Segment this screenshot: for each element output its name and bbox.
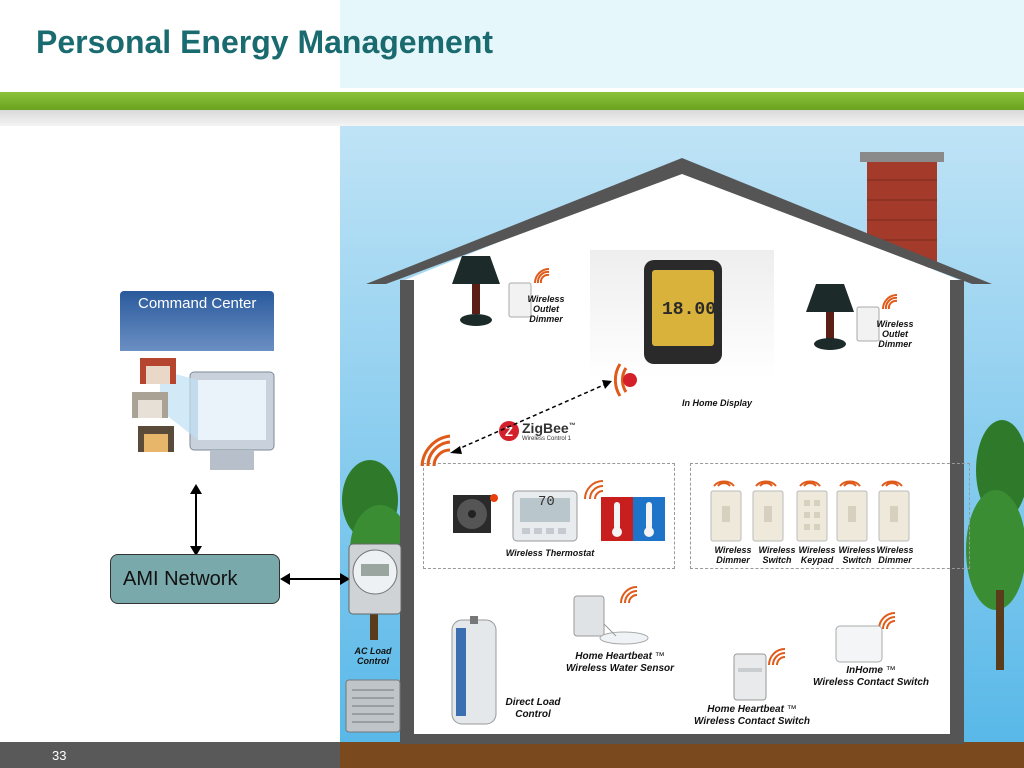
direct-load-control-label: Direct Load Control	[505, 697, 561, 720]
tree-right-icon	[966, 420, 1024, 670]
smart-meter-icon	[348, 543, 402, 615]
wireless-signal-icon	[881, 480, 903, 487]
svg-text:Z: Z	[505, 424, 513, 439]
wireless-signal-icon	[768, 648, 786, 666]
vertical-double-arrow	[190, 484, 202, 556]
fan-icon	[453, 495, 491, 533]
contact-switch-center-icon	[733, 653, 767, 701]
wireless-link-arrow	[450, 380, 612, 454]
thermostat-readout: 70	[538, 494, 555, 510]
switches-row	[704, 470, 964, 566]
wireless-signal-icon	[713, 480, 735, 487]
command-center-header: Command Center	[120, 291, 274, 351]
contact-switch-right-icon	[835, 625, 883, 663]
wireless-switch-icon	[752, 490, 784, 542]
ground-strip	[340, 742, 1024, 768]
command-center-computer-icon	[132, 358, 275, 470]
zigbee-logo-text: ZigBee™	[522, 420, 576, 436]
wireless-signal-icon	[755, 480, 777, 487]
zigbee-subtitle: Wireless Control 1	[522, 436, 572, 442]
zigbee-logo-icon: Z	[499, 421, 519, 441]
wireless-signal-icon	[420, 434, 451, 467]
page-title: Personal Energy Management	[36, 24, 494, 60]
wireless-signal-icon	[614, 363, 637, 397]
lamp-left-icon	[452, 256, 500, 326]
display-readout: 18.00	[662, 300, 717, 320]
ac-load-control-label: AC Load Control	[354, 646, 392, 666]
wireless-signal-icon	[534, 268, 550, 284]
header-accent-bar	[0, 92, 1024, 110]
page-number: 33	[52, 748, 67, 763]
wireless-dimmer-icon	[878, 490, 910, 542]
outlet-dimmer-left-label: Wireless Outlet Dimmer	[527, 294, 565, 324]
wireless-signal-icon	[620, 586, 638, 604]
water-heater-icon	[451, 616, 497, 725]
command-center-label: Command Center	[138, 295, 257, 312]
air-conditioner-icon	[345, 679, 401, 733]
lamp-right-icon	[806, 284, 854, 350]
thermostat-icon	[512, 490, 578, 542]
switches-group	[690, 463, 970, 569]
contact-switch-right-label: InHome ™ Wireless Contact Switch	[812, 665, 930, 688]
wireless-signal-icon	[882, 294, 898, 310]
header-shadow-bar	[0, 110, 1024, 126]
water-sensor-label: Home Heartbeat ™ Wireless Water Sensor	[565, 651, 675, 674]
wireless-signal-icon	[839, 480, 861, 487]
wireless-signal-icon	[799, 480, 821, 487]
thermostat-group	[423, 463, 675, 569]
ami-network-label: AMI Network	[123, 567, 238, 590]
water-sensor-icon	[573, 595, 649, 645]
wireless-dimmer-icon	[710, 490, 742, 542]
outlet-right-icon	[856, 306, 880, 342]
temperature-sensor-icon	[601, 497, 665, 541]
contact-switch-center-label: Home Heartbeat ™ Wireless Contact Switch	[693, 704, 811, 727]
in-home-display-icon	[644, 260, 722, 364]
title-background	[340, 0, 1024, 88]
outlet-left-icon	[508, 282, 532, 318]
wireless-switch-icon	[836, 490, 868, 542]
thermostat-label: Wireless Thermostat	[505, 548, 595, 558]
outlet-dimmer-right-label: Wireless Outlet Dimmer	[876, 319, 914, 349]
wireless-keypad-icon	[796, 490, 828, 542]
alert-dot-icon	[490, 494, 498, 502]
wireless-signal-icon	[584, 480, 604, 500]
ami-network-box: AMI Network	[110, 554, 280, 604]
horizontal-double-arrow	[280, 573, 350, 585]
in-home-display-label: In Home Display	[681, 398, 753, 408]
